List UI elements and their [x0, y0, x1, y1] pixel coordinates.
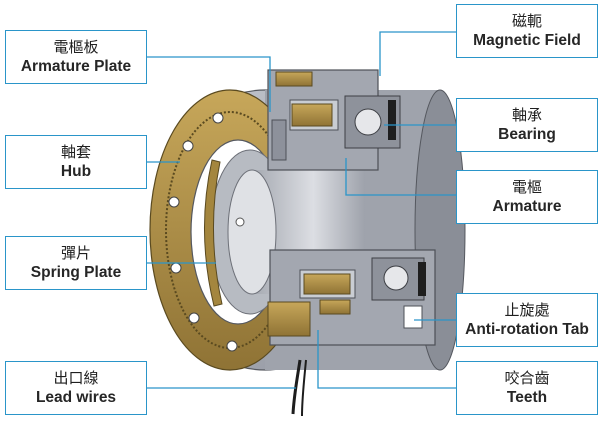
armature-label-zh: 電樞	[511, 178, 542, 196]
magnetic-field-label-zh: 磁軛	[511, 12, 542, 30]
bearing-label-en: Bearing	[498, 126, 556, 143]
armature-plate-label-en: Armature Plate	[20, 58, 132, 75]
callout-armature-plate: 電樞板 Armature Plate	[5, 30, 147, 84]
teeth-label-en: Teeth	[506, 389, 548, 406]
spring-plate-label-en: Spring Plate	[30, 264, 122, 281]
callout-armature: 電樞 Armature	[456, 170, 598, 224]
hub-label-en: Hub	[60, 163, 92, 180]
callout-bearing: 軸承 Bearing	[456, 98, 598, 152]
leader-armature-plate	[146, 56, 271, 112]
callout-hub: 軸套 Hub	[5, 135, 147, 189]
upper-section	[267, 69, 401, 171]
callout-anti-rotation-tab: 止旋處 Anti-rotation Tab	[456, 293, 598, 347]
lower-section	[267, 249, 436, 346]
hub-label-zh: 軸套	[60, 143, 91, 161]
anti-rotation-tab-label-en: Anti-rotation Tab	[465, 321, 589, 338]
leader-teeth	[317, 330, 456, 389]
callout-magnetic-field: 磁軛 Magnetic Field	[456, 4, 598, 58]
callout-lead-wires: 出口線 Lead wires	[5, 361, 147, 415]
bearing-label-zh: 軸承	[511, 106, 542, 124]
lead-wires-label-zh: 出口線	[53, 369, 99, 387]
leader-magnetic-field	[379, 31, 456, 76]
spring-plate-label-zh: 彈片	[60, 244, 91, 262]
armature-plate-label-zh: 電樞板	[53, 38, 99, 56]
armature-label-en: Armature	[492, 198, 562, 215]
magnetic-field-label-en: Magnetic Field	[473, 32, 581, 49]
leader-lines	[146, 31, 456, 389]
lead-wires-label-en: Lead wires	[35, 389, 117, 406]
callout-teeth: 咬合齒 Teeth	[456, 361, 598, 415]
teeth-label-zh: 咬合齒	[504, 369, 550, 387]
spring-plate	[203, 159, 223, 307]
callout-spring-plate: 彈片 Spring Plate	[5, 236, 147, 290]
leader-armature	[345, 158, 456, 196]
anti-rotation-tab-label-zh: 止旋處	[504, 301, 550, 319]
